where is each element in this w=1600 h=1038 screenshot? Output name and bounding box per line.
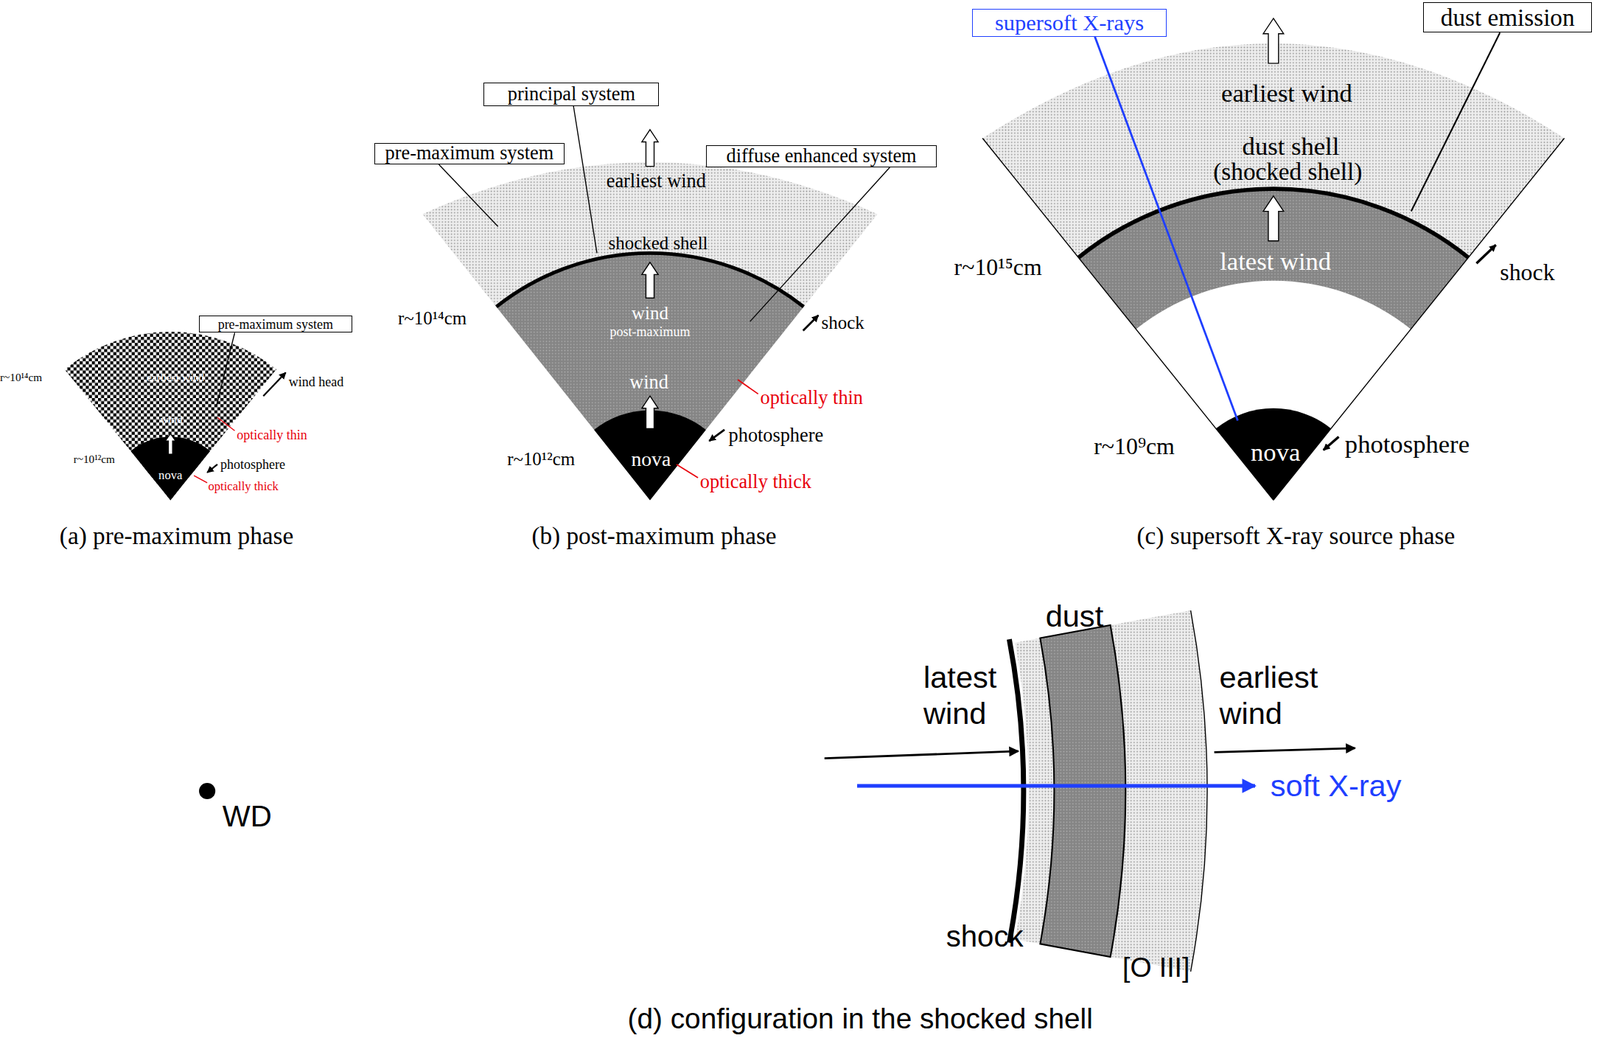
latest-wind-region (1078, 188, 1469, 329)
region-label: nova (630, 447, 671, 471)
region-label: earliest wind (1221, 78, 1353, 108)
box-label: supersoft X-rays (994, 11, 1144, 34)
box-label: principal system (507, 84, 636, 104)
leader-line (438, 164, 498, 227)
box-label: dust emission (1440, 5, 1575, 30)
radiation-label: soft X-ray (1270, 767, 1402, 805)
box-label: diffuse enhanced system (726, 146, 917, 166)
leader-line (1411, 32, 1500, 211)
optical-depth-note: optically thin (236, 428, 307, 444)
panel-caption: (a) pre-maximum phase (59, 521, 294, 550)
radius-label: r~10⁹cm (1093, 433, 1175, 461)
panel-a (64, 331, 286, 500)
xray-ray (1095, 36, 1239, 421)
annotation: shock (821, 311, 865, 334)
object-label: WD (222, 798, 272, 834)
wind-arrow (1214, 748, 1356, 753)
shocked-shell-line (495, 252, 804, 307)
panel-d (198, 610, 1356, 972)
layer-label: shock (946, 919, 1024, 955)
xray-arrow (857, 784, 1256, 788)
emission-box: dust emission (1423, 2, 1592, 34)
region-label: wind (629, 371, 669, 395)
panel-caption: (c) supersoft X-ray source phase (1137, 521, 1456, 550)
radius-label: r~10¹⁴cm (397, 307, 467, 329)
region-label: post-maximum (610, 325, 691, 341)
layer-label: earliest wind (1219, 660, 1348, 732)
panel-caption: (b) post-maximum phase (531, 521, 777, 550)
radius-label: r~10¹⁵cm (954, 253, 1043, 281)
optical-depth-note: optically thick (207, 479, 278, 494)
radius-label: r~10¹²cm (73, 452, 115, 466)
flow-arrow (641, 395, 659, 429)
red-leader (217, 417, 236, 431)
annotation: photosphere (728, 424, 824, 448)
region-label: nova (1250, 437, 1301, 467)
region-label: earliest wind (606, 170, 707, 194)
leader-line (216, 332, 236, 407)
region-label: earliest wind (146, 370, 205, 384)
system-box: diffuse enhanced system (706, 145, 937, 168)
wind-region (495, 252, 804, 500)
annotation: photosphere (220, 457, 286, 474)
dust-band (1039, 624, 1126, 957)
radius-label: r~10¹⁴cm (0, 370, 43, 384)
red-leader (193, 475, 208, 483)
earliest-wind-region (982, 43, 1564, 258)
system-box: pre-maximum system (374, 142, 565, 165)
system-box: pre-maximum system (198, 315, 353, 334)
flow-arrow (1263, 18, 1284, 64)
region-label: (shocked shell) (1213, 156, 1362, 186)
region-label: nova (158, 467, 183, 482)
flow-arrow (1263, 196, 1284, 241)
region-label: shocked shell (608, 232, 709, 254)
pointer-arrow (263, 372, 286, 396)
layer-label: dust (1045, 598, 1104, 635)
region-label: latest wind (1219, 246, 1331, 276)
pointer-arrow (803, 315, 819, 331)
annotation: wind head (288, 375, 344, 391)
system-box: principal system (483, 82, 659, 107)
layer-label: latest wind (923, 660, 1026, 732)
flow-arrow (165, 433, 176, 454)
flow-arrow (641, 129, 659, 167)
emission-box: supersoft X-rays (972, 8, 1166, 37)
pointer-arrow (1323, 437, 1340, 451)
oiii-region (1014, 610, 1208, 972)
red-leader (676, 464, 698, 478)
annotation: shock (1499, 258, 1555, 286)
box-label: pre-maximum system (385, 143, 555, 163)
region-label: dust shell (1242, 131, 1340, 161)
wind-region (64, 331, 277, 500)
flow-arrow (641, 262, 659, 298)
region-label: wind (159, 412, 183, 426)
shock-front (1008, 638, 1023, 942)
pointer-arrow (1476, 244, 1496, 264)
annotation: photosphere (1345, 428, 1470, 459)
emission-label: [O III] (1122, 951, 1190, 984)
leader-line (750, 167, 891, 322)
outer-edge (1190, 610, 1208, 972)
white-dwarf-dot (198, 782, 216, 799)
earliest-wind-region (422, 162, 878, 307)
optical-depth-note: optically thick (700, 470, 812, 494)
pointer-arrow (207, 464, 218, 473)
nova-core (1216, 408, 1331, 501)
panel-caption: (d) configuration in the shocked shell (627, 1001, 1093, 1035)
panel-c (982, 18, 1564, 500)
red-leader (737, 379, 759, 394)
leader-line (573, 106, 597, 253)
optical-depth-note: optically thin (760, 386, 864, 410)
radius-label: r~10¹²cm (507, 448, 575, 470)
pointer-arrow (708, 429, 725, 441)
region-label: wind (631, 302, 669, 324)
wind-arrow (824, 750, 1019, 759)
box-label: pre-maximum system (218, 317, 334, 331)
